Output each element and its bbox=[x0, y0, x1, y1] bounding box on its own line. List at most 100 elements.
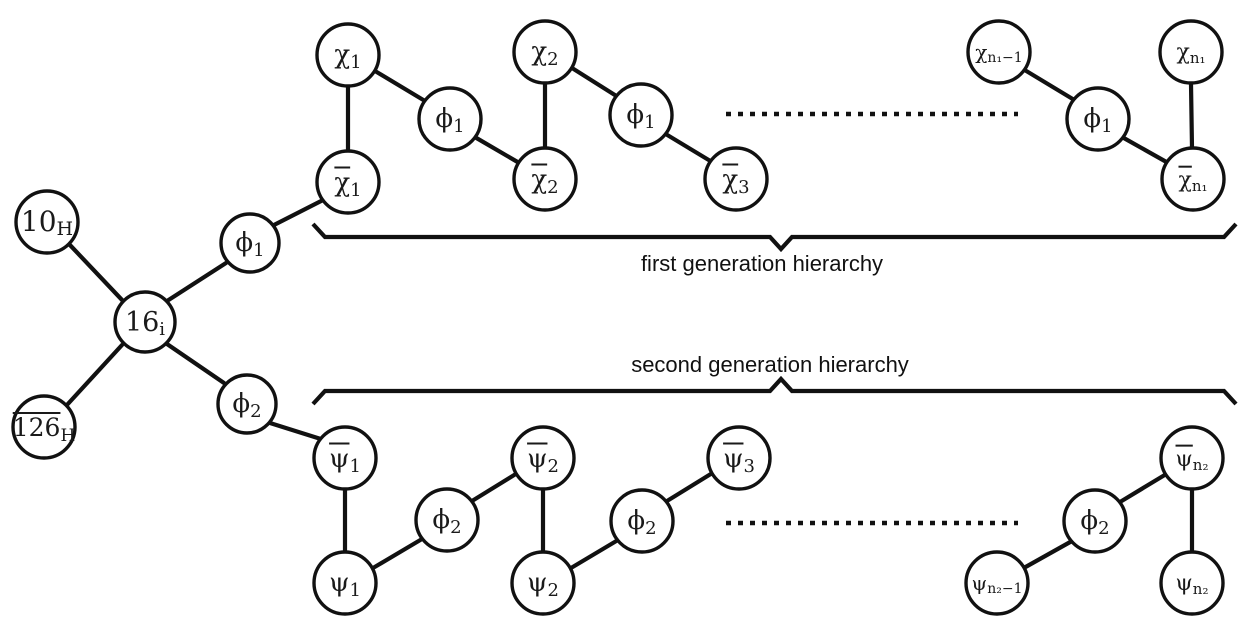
node-label: 16i bbox=[125, 307, 165, 341]
edge-126H-16i bbox=[63, 342, 125, 409]
node-outline bbox=[1158, 19, 1224, 85]
node-phi2-root[interactable]: ϕ2 bbox=[216, 373, 278, 435]
node-outline bbox=[609, 488, 675, 554]
edge-chi2-phi1b bbox=[569, 65, 621, 100]
node-chi1[interactable]: χ1 bbox=[315, 22, 381, 88]
edge-phi2a-psi2bar bbox=[469, 469, 522, 504]
node-label: ϕ1 bbox=[435, 104, 464, 137]
node-label: χ1 bbox=[334, 168, 361, 201]
node-chin1[interactable]: χn₁ bbox=[1158, 19, 1224, 85]
node-chi3bar[interactable]: χ3 bbox=[703, 146, 769, 212]
node-label: ϕ1 bbox=[235, 228, 264, 261]
node-outline bbox=[11, 394, 77, 460]
node-label: ψn₂−1 bbox=[972, 571, 1023, 598]
node-outline bbox=[1159, 425, 1225, 491]
edges-root bbox=[63, 195, 330, 443]
node-outline bbox=[216, 373, 278, 435]
edges-second-generation bbox=[342, 469, 1195, 572]
node-label: χn₁ bbox=[1176, 40, 1205, 67]
node-label: ψn₂ bbox=[1176, 447, 1209, 474]
node-chi1bar[interactable]: χ1 bbox=[315, 149, 381, 215]
edge-phi1b-chi3bar bbox=[661, 130, 715, 165]
node-label: χn₁ bbox=[1178, 168, 1207, 195]
node-phi1-c[interactable]: ϕ1 bbox=[1065, 86, 1131, 152]
node-outline bbox=[417, 86, 483, 152]
node-label: χ2 bbox=[531, 37, 558, 70]
node-outline bbox=[312, 550, 378, 616]
node-label: ϕ2 bbox=[1080, 506, 1109, 539]
node-phi2-c[interactable]: ϕ2 bbox=[1062, 488, 1128, 554]
edge-phi2b-psi3bar bbox=[664, 469, 717, 504]
node-chin1bar[interactable]: χn₁ bbox=[1160, 146, 1226, 212]
node-psi1[interactable]: ψ1 bbox=[312, 550, 378, 616]
edge-phi2c-psin2bar bbox=[1117, 470, 1171, 505]
brace-first-generation bbox=[311, 222, 1238, 253]
node-16i[interactable]: 16i bbox=[113, 290, 177, 354]
node-label: ψ2 bbox=[527, 444, 559, 477]
node-label: χ1 bbox=[334, 40, 361, 73]
node-outline bbox=[14, 189, 80, 255]
node-outline bbox=[510, 550, 576, 616]
node-label: ψn₂ bbox=[1176, 571, 1209, 598]
brace-second-generation bbox=[311, 375, 1238, 406]
edge-psi2-phi2b bbox=[568, 537, 621, 571]
label-first-generation-hierarchy: first generation hierarchy bbox=[641, 251, 883, 276]
edge-16i-phi2 bbox=[164, 341, 227, 386]
node-outline bbox=[219, 212, 281, 274]
node-outline bbox=[608, 82, 674, 148]
node-label: ψ3 bbox=[723, 444, 755, 477]
node-outline bbox=[1159, 550, 1225, 616]
node-label: ϕ2 bbox=[232, 389, 261, 422]
node-outline bbox=[414, 487, 480, 553]
node-outline bbox=[113, 290, 177, 354]
node-psi3bar[interactable]: ψ3 bbox=[706, 425, 772, 491]
node-label: ψ1 bbox=[329, 568, 361, 601]
node-outline bbox=[512, 146, 578, 212]
node-phi2-a[interactable]: ϕ2 bbox=[414, 487, 480, 553]
node-126Hbar[interactable]: 126H bbox=[11, 394, 77, 460]
node-psin2[interactable]: ψn₂ bbox=[1159, 550, 1225, 616]
node-label: ϕ1 bbox=[1083, 104, 1112, 137]
edge-psin2m1-phi2c bbox=[1019, 538, 1075, 572]
node-10H[interactable]: 10H bbox=[14, 189, 80, 255]
node-outline bbox=[315, 22, 381, 88]
node-psin2bar[interactable]: ψn₂ bbox=[1159, 425, 1225, 491]
node-label: ϕ2 bbox=[432, 505, 461, 538]
node-chi2[interactable]: χ2 bbox=[512, 19, 578, 85]
edge-phi1a-chi2bar bbox=[470, 133, 524, 167]
node-phi2-b[interactable]: ϕ2 bbox=[609, 488, 675, 554]
node-outline bbox=[1160, 146, 1226, 212]
node-psi1bar[interactable]: ψ1 bbox=[312, 425, 378, 491]
node-label: ϕ1 bbox=[626, 100, 655, 133]
label-second-generation-hierarchy: second generation hierarchy bbox=[631, 352, 909, 377]
node-label: ψ2 bbox=[527, 568, 559, 601]
node-outline bbox=[964, 550, 1030, 616]
node-chin1minus1[interactable]: χn₁−1 bbox=[966, 19, 1032, 85]
edge-chin1-chin1bar bbox=[1188, 81, 1195, 151]
node-phi1-root[interactable]: ϕ1 bbox=[219, 212, 281, 274]
node-outline bbox=[703, 146, 769, 212]
node-psi2bar[interactable]: ψ2 bbox=[510, 425, 576, 491]
edge-chin1m1-phi1c bbox=[1020, 66, 1079, 104]
node-outline bbox=[512, 19, 578, 85]
node-phi1-a[interactable]: ϕ1 bbox=[417, 86, 483, 152]
node-label: χn₁−1 bbox=[975, 40, 1022, 67]
edge-phi1c-chin1bar bbox=[1119, 134, 1173, 167]
node-label: χ3 bbox=[722, 165, 749, 198]
node-phi1-b[interactable]: ϕ1 bbox=[608, 82, 674, 148]
node-outline bbox=[315, 149, 381, 215]
edge-psi1-phi2a bbox=[370, 536, 425, 571]
node-label: 10H bbox=[21, 205, 73, 241]
node-psi2[interactable]: ψ2 bbox=[510, 550, 576, 616]
node-outline bbox=[1065, 86, 1131, 152]
node-label: 126H bbox=[13, 413, 76, 446]
node-label: χ2 bbox=[531, 165, 558, 198]
node-label: ψ1 bbox=[329, 444, 361, 477]
node-psin2minus1[interactable]: ψn₂−1 bbox=[964, 550, 1030, 616]
node-chi2bar[interactable]: χ2 bbox=[512, 146, 578, 212]
node-outline bbox=[966, 19, 1032, 85]
edges-first-generation bbox=[345, 65, 1195, 167]
nodes-layer: 10H 126H 16i ϕ1 ϕ2 χ1 χ1 ϕ1 χ2 χ2 ϕ1 χ3 … bbox=[11, 19, 1226, 616]
